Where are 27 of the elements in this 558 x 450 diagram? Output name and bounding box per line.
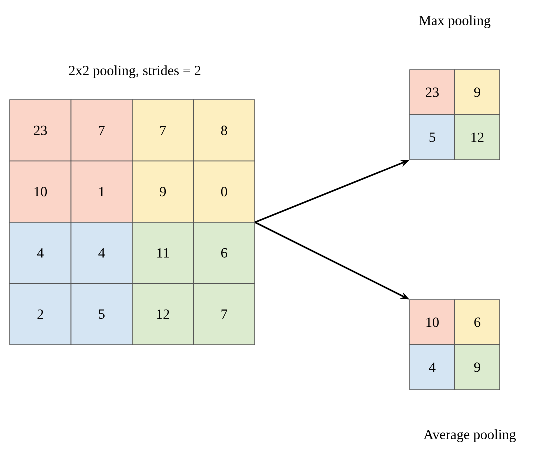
grid-cell: 6 <box>454 300 500 346</box>
grid-title: Average pooling <box>424 430 516 442</box>
grid-cell: 10 <box>10 160 72 223</box>
grid-title: 2x2 pooling, strides = 2 <box>69 66 201 78</box>
grid-cell: 2 <box>10 283 72 346</box>
grid-cell: 12 <box>132 283 194 346</box>
grid-cell: 23 <box>410 70 456 116</box>
grid-cell: 4 <box>10 222 72 284</box>
grid-cell: 7 <box>132 100 194 162</box>
grid-cell: 23 <box>10 100 72 162</box>
grid-title: Max pooling <box>419 16 491 28</box>
grid-cell: 10 <box>410 300 456 346</box>
grid-cell: 1 <box>70 160 133 223</box>
grid-cell: 9 <box>132 160 194 223</box>
grid-cell: 9 <box>454 344 500 390</box>
grid-cell: 6 <box>193 222 256 284</box>
grid-cell: 5 <box>70 283 133 346</box>
grid-cell: 11 <box>132 222 194 284</box>
grid-cell: 4 <box>70 222 133 284</box>
grid-cell: 8 <box>193 100 256 162</box>
grid-cell: 9 <box>454 70 500 116</box>
grid-cell: 7 <box>193 283 256 346</box>
grid-cell: 5 <box>410 114 456 160</box>
grid-cell: 12 <box>454 114 500 160</box>
grid-cell: 7 <box>70 100 133 162</box>
grid-cell: 0 <box>193 160 256 223</box>
grid-cell: 4 <box>410 344 456 390</box>
